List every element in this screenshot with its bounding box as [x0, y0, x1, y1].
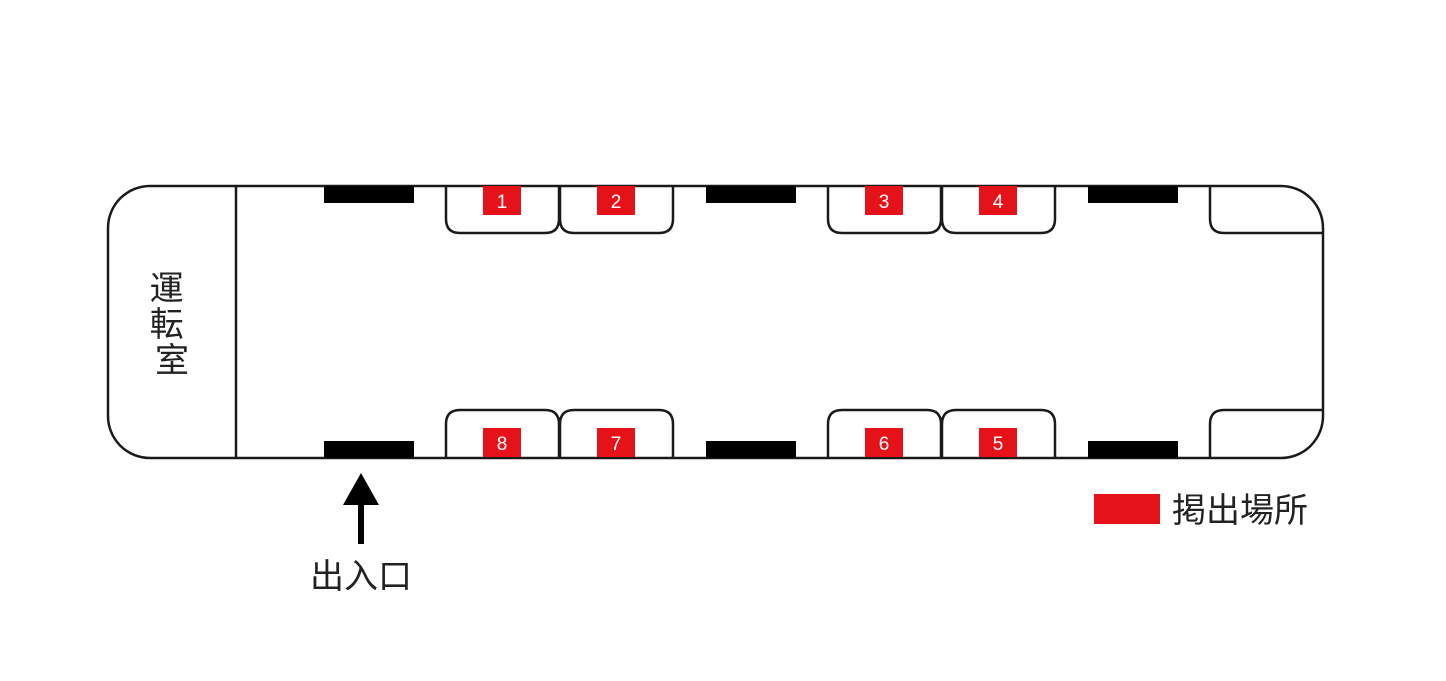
door-top-3: [1088, 186, 1178, 203]
spot-top-4: 4: [979, 186, 1017, 215]
spot-bottom-7: 7: [597, 428, 635, 457]
bus-body-outline: [106, 184, 1325, 460]
svg-text:4: 4: [993, 192, 1004, 213]
seat-top-1: [444, 186, 561, 235]
svg-text:6: 6: [879, 434, 890, 455]
door-top-2: [706, 186, 796, 203]
spot-top-1: 1: [483, 186, 521, 215]
svg-text:1: 1: [497, 192, 508, 213]
seat-top-2: [558, 186, 675, 235]
entrance-arrow-icon: [343, 473, 379, 544]
seat-top-3: [826, 186, 943, 235]
legend-label: 掲出場所: [1172, 491, 1308, 531]
seat-bottom-rear: [1208, 408, 1323, 458]
door-bottom-1: [324, 441, 414, 458]
spot-bottom-5: 5: [979, 428, 1017, 457]
spot-bottom-8: 8: [483, 428, 521, 457]
seat-top-4: [940, 186, 1057, 235]
svg-text:7: 7: [611, 434, 622, 455]
door-top-1: [324, 186, 414, 203]
door-bottom-2: [706, 441, 796, 458]
seat-bottom-2: [558, 408, 675, 458]
spot-bottom-6: 6: [865, 428, 903, 457]
seat-bottom-3: [826, 408, 943, 458]
svg-text:8: 8: [497, 434, 508, 455]
seat-top-rear: [1208, 186, 1323, 235]
seat-bottom-1: [444, 408, 561, 458]
spot-top-2: 2: [597, 186, 635, 215]
svg-text:3: 3: [879, 192, 890, 213]
entrance-label: 出入口: [310, 557, 412, 597]
seat-bottom-4: [940, 408, 1057, 458]
door-bottom-3: [1088, 441, 1178, 458]
svg-text:5: 5: [993, 434, 1004, 455]
legend-swatch: [1094, 494, 1160, 524]
spot-top-3: 3: [865, 186, 903, 215]
svg-text:2: 2: [611, 192, 622, 213]
cab-label: 運 転 室: [150, 269, 195, 381]
